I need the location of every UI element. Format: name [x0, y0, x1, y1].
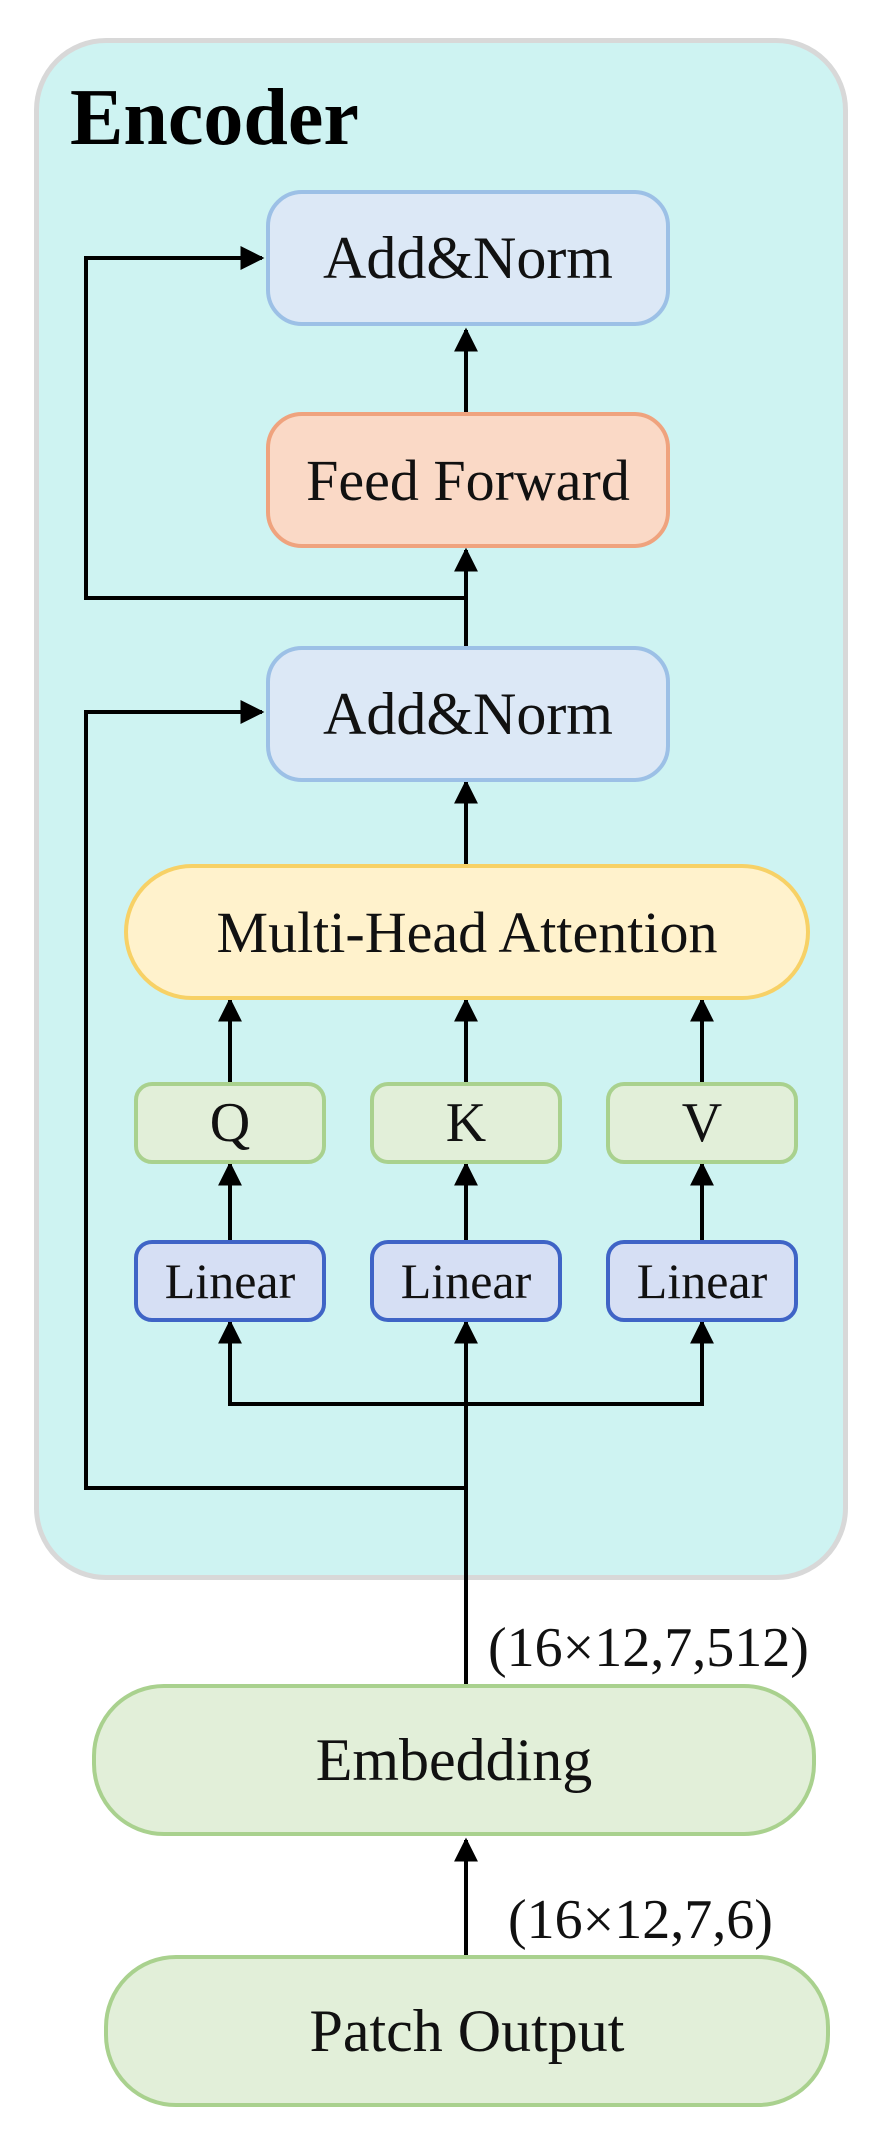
q-box: Q: [134, 1082, 326, 1164]
multi-head-attention-box: Multi-Head Attention: [124, 864, 810, 1000]
patch-output-dims: (16×12,7,6): [508, 1889, 773, 1951]
feed-forward-box: Feed Forward: [266, 412, 670, 548]
patch-output-box: Patch Output: [104, 1955, 830, 2107]
add-norm-top-box: Add&Norm: [266, 190, 670, 326]
linear-v-box: Linear: [606, 1240, 798, 1322]
residual-attention-line: [84, 700, 466, 1490]
v-box: V: [606, 1082, 798, 1164]
add-norm-bottom-box: Add&Norm: [266, 646, 670, 782]
k-box: K: [370, 1082, 562, 1164]
branch-to-v-line: [466, 1319, 714, 1406]
embedding-box: Embedding: [92, 1684, 816, 1836]
residual-ff-line: [84, 246, 466, 600]
branch-to-q-line: [218, 1319, 466, 1406]
embedding-output-dims: (16×12,7,512): [488, 1617, 809, 1679]
encoder-title: Encoder: [70, 74, 359, 162]
linear-q-box: Linear: [134, 1240, 326, 1322]
linear-k-box: Linear: [370, 1240, 562, 1322]
